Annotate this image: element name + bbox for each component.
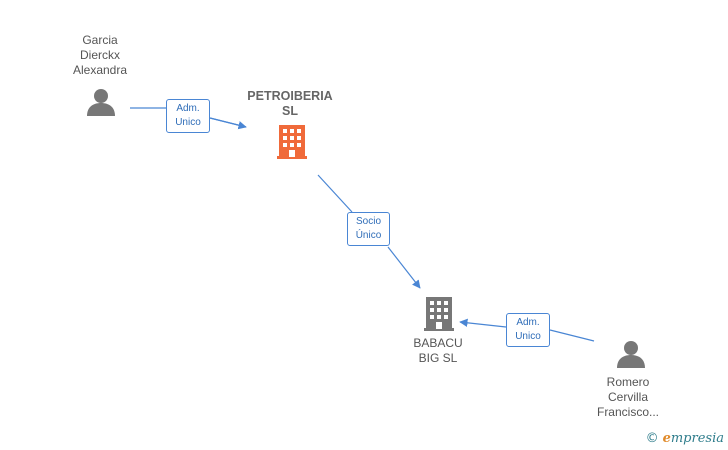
edge-label-petroiberia-babacu: Socio Único [347, 212, 390, 246]
node-label-line: Romero [606, 375, 650, 389]
edge-label-line: Unico [515, 331, 541, 342]
building-icon[interactable] [277, 125, 307, 159]
node-label-line: Garcia [82, 33, 118, 47]
node-label-line: BIG SL [418, 351, 458, 365]
edge-petroiberia-babacu-arrow [387, 246, 421, 289]
person-icon[interactable] [617, 341, 645, 368]
edge-label-line: Único [355, 230, 382, 241]
node-label-line: SL [282, 104, 298, 118]
brand-watermark: ©empresia [646, 431, 724, 446]
node-label-line: Francisco... [596, 405, 659, 419]
node-label-babacu[interactable]: BABACU BIG SL [398, 336, 478, 366]
edge-label-romero-babacu: Adm. Unico [506, 313, 550, 347]
node-label-line: Cervilla [607, 390, 648, 404]
node-label-garcia[interactable]: Garcia Dierckx Alexandra [60, 33, 140, 78]
person-icon[interactable] [87, 89, 115, 116]
edge-label-line: Socio [355, 216, 381, 227]
node-label-petroiberia[interactable]: PETROIBERIA SL [240, 89, 340, 119]
edge-label-line: Unico [175, 117, 201, 128]
node-label-line: BABACU [413, 336, 463, 350]
building-icon[interactable] [424, 297, 454, 331]
edge-garcia-petroiberia-arrow [209, 117, 247, 130]
node-label-line: Dierckx [79, 48, 120, 62]
brand-logo-letter: e [662, 431, 671, 446]
edge-label-garcia-petroiberia: Adm. Unico [166, 99, 210, 133]
copyright-icon: © [645, 431, 659, 446]
node-label-romero[interactable]: Romero Cervilla Francisco... [588, 375, 668, 420]
node-label-line: PETROIBERIA [247, 89, 333, 103]
brand-logo-text: mpresia [670, 431, 724, 446]
edge-label-line: Adm. [176, 103, 200, 114]
edge-label-line: Adm. [516, 317, 540, 328]
edge-petroiberia-babacu [317, 174, 353, 213]
node-label-line: Alexandra [72, 63, 128, 77]
edge-romero-babacu-arrow [459, 318, 507, 328]
edge-romero-babacu [549, 329, 595, 342]
